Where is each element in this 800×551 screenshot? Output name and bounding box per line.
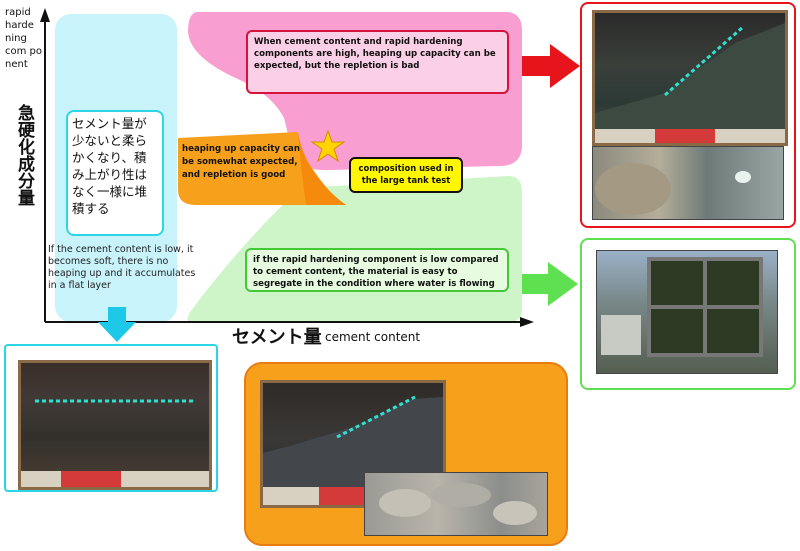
low-rapid-photo-frame [580, 238, 796, 390]
tank-photo-flat-graphic [21, 399, 209, 487]
y-axis-arrowhead [40, 8, 50, 22]
middle-zone-photo-frame [244, 362, 568, 546]
composition-label-box: composition used in the large tank test [349, 157, 463, 193]
y-axis-label-jp: 急硬化成分量 [14, 104, 34, 206]
high-text-box: When cement content and rapid hardening … [246, 30, 509, 94]
cyan-down-arrow-icon [98, 307, 136, 342]
slurry-photo-moderate [364, 472, 548, 536]
slurry-photo-heaped [592, 146, 784, 220]
middle-text: heaping up capacity can be somewhat expe… [182, 144, 300, 180]
tank-photo-heaped-graphic [595, 23, 785, 143]
low-cement-en-text: If the cement content is low, it becomes… [48, 244, 196, 291]
high-zone-photo-frame [580, 2, 796, 228]
low-cement-photo-frame [4, 344, 218, 492]
x-axis-label-jp: セメント量 [232, 327, 322, 348]
tank-photo-flat [18, 360, 212, 490]
red-arrow-icon [522, 44, 580, 88]
low-cement-jp-box: セメント量が少ないと柔らかくなり、積み上がり性はなく一様に堆積する [66, 110, 164, 236]
x-axis-label-en: cement content [325, 330, 421, 344]
large-tank-photo [596, 250, 778, 374]
x-axis-arrowhead [520, 317, 534, 327]
slurry-photo-heaped-graphic [595, 163, 751, 215]
tank-photo-heaped [592, 10, 788, 146]
y-axis-label-en: rapid harde ning com po nent [5, 7, 43, 70]
star-icon [310, 129, 346, 163]
low-rapid-text-box: if the rapid hardening component is low … [245, 248, 509, 292]
large-tank-photo-graphic [601, 257, 763, 357]
slurry-photo-moderate-graphic [379, 483, 537, 525]
middle-zone-tail [298, 132, 346, 205]
green-arrow-icon [522, 262, 578, 306]
